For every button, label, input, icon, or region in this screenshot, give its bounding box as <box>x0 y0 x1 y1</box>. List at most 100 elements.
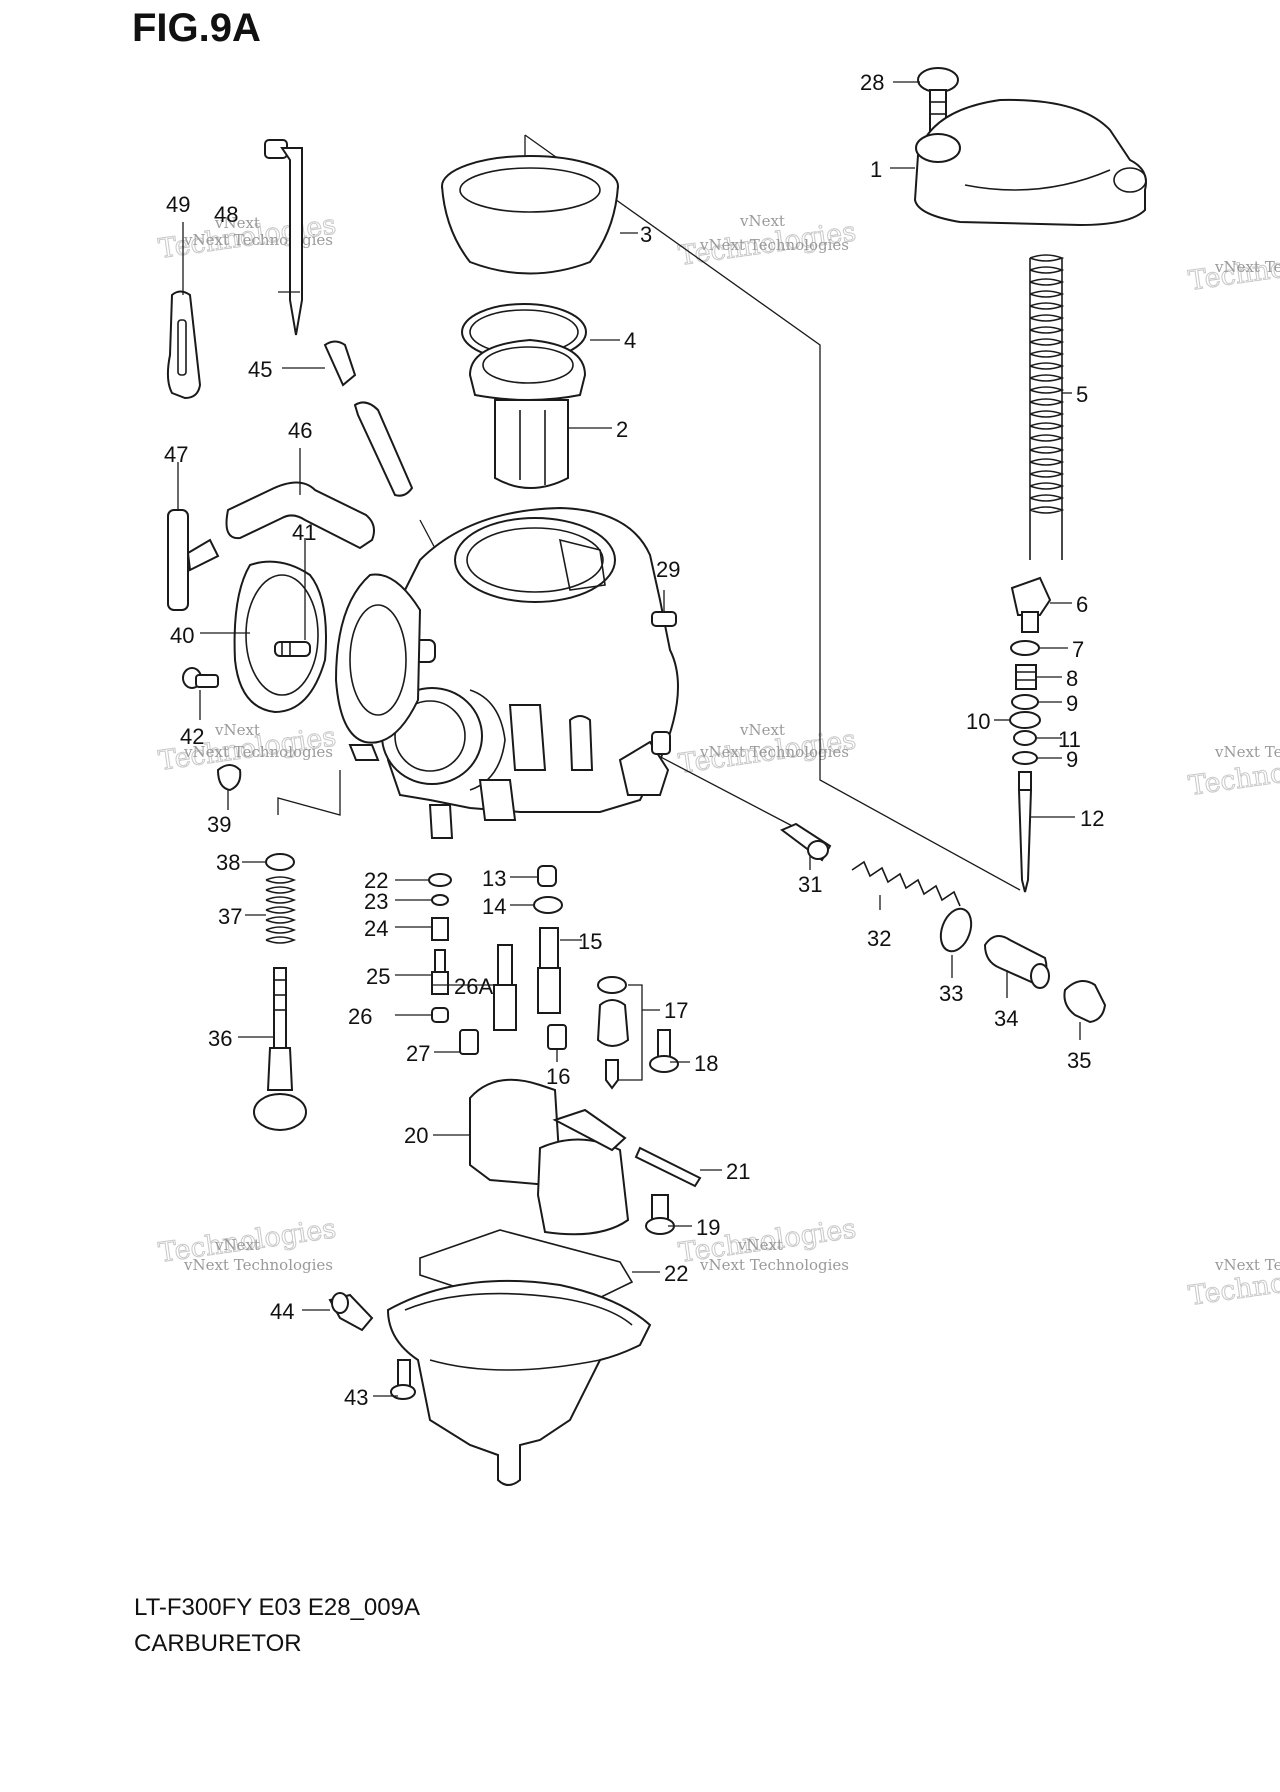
callout-20: 20 <box>404 1123 428 1148</box>
callout-7: 7 <box>1072 637 1084 662</box>
part-34-starter-nut <box>983 935 1050 989</box>
part-31-starter-plunger <box>780 822 832 862</box>
part-3-diaphragm <box>441 155 619 275</box>
watermark-small: vNext <box>739 212 785 230</box>
part-1-top-cap <box>913 98 1147 227</box>
part-19-screw <box>645 1194 675 1235</box>
watermark-text: vNext Technologies <box>1214 1256 1280 1274</box>
part-8-spring <box>1015 664 1037 690</box>
part-6-needle-holder <box>1010 576 1052 633</box>
callout-26: 25 <box>366 964 390 989</box>
callout-47: 47 <box>164 442 188 467</box>
part-10-clip <box>1009 711 1041 729</box>
part-47-t-fitting <box>167 509 220 611</box>
callout-35: 35 <box>1067 1048 1091 1073</box>
part-46-hose <box>225 481 375 550</box>
part-22-gasket <box>419 1229 634 1301</box>
callout-41: 41 <box>292 520 316 545</box>
part-5-spring <box>1029 254 1065 560</box>
part-43-screw <box>390 1359 416 1400</box>
part-33-o-ring <box>939 907 973 953</box>
part-38-washer <box>265 853 295 871</box>
float-bowl <box>386 1279 652 1486</box>
part-40-vacuum-cover <box>233 560 327 714</box>
part-17-float-valve <box>596 976 630 1090</box>
callout-8: 8 <box>1066 666 1078 691</box>
callout-22: 22 <box>664 1261 688 1286</box>
callout-4: 4 <box>624 328 636 353</box>
part-9-washer <box>1011 694 1039 710</box>
callout-6: 6 <box>1076 592 1088 617</box>
callout-19: 19 <box>696 1215 720 1240</box>
part-13-cap <box>537 865 557 887</box>
callout-12: 12 <box>1080 806 1104 831</box>
watermark-text: vNext Technologies <box>183 743 333 761</box>
part-26a-washer <box>431 1007 449 1023</box>
callout-13: 13 <box>482 866 506 891</box>
callout-14: 14 <box>482 894 506 919</box>
callout-2: 2 <box>616 417 628 442</box>
watermark-text: vNext Technologies <box>699 1256 849 1274</box>
callout-29: 27 <box>406 1041 430 1066</box>
part-14-o-ring <box>533 896 563 914</box>
callout-24: 23 <box>364 889 388 914</box>
part-18-screw <box>649 1029 679 1073</box>
part-16-main-jet <box>547 1024 567 1050</box>
figure-title: FIG.9A <box>132 6 261 50</box>
carburetor-body <box>334 506 679 839</box>
part-35-cap <box>1063 980 1107 1024</box>
callout-10: 10 <box>966 709 990 734</box>
axis-guide-line <box>277 770 341 816</box>
callout-42: 42 <box>180 724 204 749</box>
callout-43: 43 <box>344 1385 368 1410</box>
part-44-drain-screw <box>328 1292 374 1332</box>
part-48-drain-pipe <box>264 139 303 336</box>
part-29-pilot-jet <box>459 1029 479 1055</box>
callout-26a: 26 <box>348 1004 372 1029</box>
part-20-float <box>469 1078 630 1236</box>
part-9-washer <box>1012 751 1038 765</box>
part-42-screw <box>182 667 219 689</box>
watermark-text: vNext Technologies <box>183 1256 333 1274</box>
part-2-throttle-piston <box>468 338 587 489</box>
part-15-nozzle <box>537 927 561 1014</box>
axis-guide-line <box>524 134 1021 891</box>
assembly-name: CARBURETOR <box>134 1630 302 1657</box>
callout-5: 5 <box>1076 382 1088 407</box>
part-45-hose <box>323 340 414 497</box>
leader-lines <box>177 81 1081 1397</box>
callout-33: 33 <box>939 981 963 1006</box>
watermark-small: vNext <box>214 1236 260 1254</box>
callout-3: 3 <box>640 222 652 247</box>
callout-32: 32 <box>867 926 891 951</box>
callout-18: 18 <box>694 1051 718 1076</box>
callout-45: 45 <box>248 357 272 382</box>
callout-44: 44 <box>270 1299 294 1324</box>
callout-23: 22 <box>364 868 388 893</box>
watermark-text: vNext Technologies <box>699 236 849 254</box>
part-41-fitting <box>274 641 311 657</box>
part-23-washer <box>428 873 452 887</box>
callout-30: 28 <box>860 70 884 95</box>
callout-36: 36 <box>208 1026 232 1051</box>
part-32-spring <box>851 860 961 907</box>
callout-labels: 28 1 3 4 2 5 6 7 8 9 10 11 9 12 49 48 45… <box>164 70 1104 1410</box>
part-36-idle-screw <box>253 967 307 1131</box>
callout-38: 38 <box>216 850 240 875</box>
callout-15: 15 <box>578 929 602 954</box>
callout-28: 29 <box>656 557 680 582</box>
part-49-bracket <box>166 290 202 400</box>
callout-21: 21 <box>726 1159 750 1184</box>
callout-25: 24 <box>364 916 388 941</box>
part-25-spring <box>431 917 449 941</box>
part-28-plug <box>651 611 677 627</box>
part-7-washer <box>1010 640 1040 656</box>
callout-9: 9 <box>1066 747 1078 772</box>
part-21-float-pin <box>634 1146 702 1188</box>
watermark-small: vNext <box>737 1236 783 1254</box>
part-27-needle-jet <box>493 944 517 1031</box>
part-12-jet-needle <box>1017 771 1033 893</box>
watermark-small: vNext <box>214 214 260 232</box>
callout-49: 49 <box>166 192 190 217</box>
